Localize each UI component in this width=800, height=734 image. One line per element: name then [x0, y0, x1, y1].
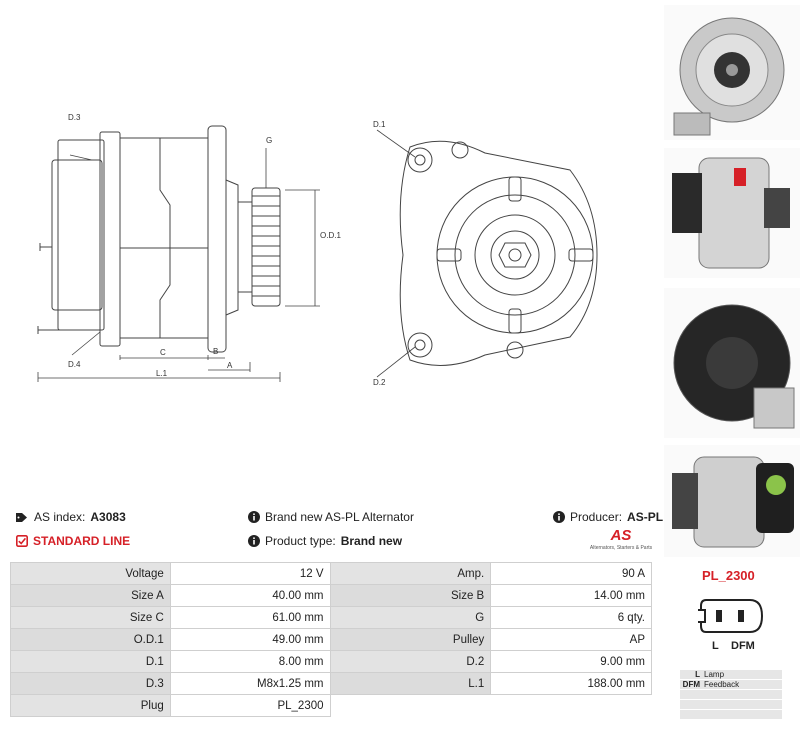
spec-label: Size C	[10, 606, 171, 629]
legend-row	[680, 699, 782, 710]
producer-label: Producer:	[570, 510, 623, 524]
standard-line: STANDARD LINE	[16, 534, 130, 548]
spec-label: D.1	[10, 650, 171, 673]
alternator-plug-side-photo	[664, 445, 800, 557]
legend-key: L	[680, 670, 702, 680]
info-icon	[248, 535, 260, 547]
alternator-rear-photo	[664, 288, 800, 438]
legend-value	[702, 689, 782, 700]
alternator-side-photo	[664, 148, 800, 278]
dim-label-c: C	[160, 348, 166, 357]
as-index: AS index: A3083	[16, 510, 126, 524]
spec-label: Amp.	[329, 562, 492, 585]
spec-label: Pulley	[329, 628, 492, 651]
spec-label: Plug	[10, 694, 171, 717]
spec-value: 40.00 mm	[169, 584, 331, 607]
legend-row	[680, 709, 782, 720]
spec-label: O.D.1	[10, 628, 171, 651]
spec-value: 6 qty.	[490, 606, 652, 629]
product-type-label: Product type:	[265, 534, 336, 548]
spec-value	[490, 694, 652, 717]
brand-text: Brand new AS-PL Alternator	[265, 510, 414, 524]
dim-label-d2: D.2	[373, 378, 386, 387]
spec-label: G	[329, 606, 492, 629]
spec-label: Size A	[10, 584, 171, 607]
dim-label-od1: O.D.1	[320, 231, 341, 240]
info-icon	[553, 511, 565, 523]
legend-key	[680, 699, 702, 710]
legend-key: DFM	[680, 679, 702, 690]
plug-pin-l: L	[712, 640, 719, 652]
spec-label: Size B	[329, 584, 492, 607]
legend-row	[680, 689, 782, 700]
product-type: Product type: Brand new	[248, 534, 402, 548]
legend-value	[702, 699, 782, 710]
dim-label-d1: D.1	[373, 120, 386, 129]
plug-connector-icon	[698, 599, 764, 633]
legend-key	[680, 709, 702, 720]
spec-value: 61.00 mm	[169, 606, 331, 629]
legend-value: Lamp	[702, 670, 782, 680]
spec-label: L.1	[329, 672, 492, 695]
spec-value: PL_2300	[169, 694, 331, 717]
info-icon	[248, 511, 260, 523]
side-view-drawing: D.3 D.4 G O.D.1 C B A L.1	[37, 113, 341, 382]
spec-label	[330, 694, 491, 717]
spec-value: 14.00 mm	[490, 584, 652, 607]
dim-label-d3: D.3	[68, 113, 81, 122]
spec-value: 8.00 mm	[169, 650, 331, 673]
legend-value	[702, 709, 782, 720]
producer-value: AS-PL	[627, 510, 664, 524]
spec-value: AP	[490, 628, 652, 651]
spec-label: D.2	[329, 650, 492, 673]
spec-value: 9.00 mm	[490, 650, 652, 673]
logo-tagline: Alternators, Starters & Parts	[589, 545, 653, 551]
checkbox-checked-icon	[16, 535, 28, 547]
plug-pin-dfm: DFM	[731, 640, 755, 652]
spec-value: 49.00 mm	[169, 628, 331, 651]
as-index-value: A3083	[90, 510, 126, 524]
dim-label-l1: L.1	[156, 369, 168, 378]
alternator-front-photo	[664, 5, 800, 140]
brand-info: Brand new AS-PL Alternator	[248, 510, 414, 524]
as-pl-logo: AS Alternators, Starters & Parts	[588, 527, 654, 555]
spec-label: Voltage	[10, 562, 171, 585]
spec-value: 12 V	[169, 562, 331, 585]
standard-line-label: STANDARD LINE	[33, 534, 131, 548]
dim-label-b: B	[213, 347, 218, 356]
tags-icon	[16, 512, 27, 522]
spec-value: 90 A	[490, 562, 652, 585]
dim-label-d4: D.4	[68, 360, 81, 369]
legend-key	[680, 689, 702, 700]
plug-code: PL_2300	[702, 568, 755, 583]
spec-value: M8x1.25 mm	[169, 672, 331, 695]
producer: Producer: AS-PL	[553, 510, 663, 524]
as-index-label: AS index:	[34, 510, 86, 524]
spec-label: D.3	[10, 672, 171, 695]
spec-value: 188.00 mm	[490, 672, 652, 695]
product-type-value: Brand new	[340, 534, 403, 548]
front-view-drawing: D.1 D.2	[373, 120, 598, 387]
legend-value: Feedback	[702, 679, 782, 690]
dim-label-g: G	[266, 136, 272, 145]
dim-label-a: A	[227, 361, 233, 370]
logo-text: AS	[610, 527, 632, 544]
